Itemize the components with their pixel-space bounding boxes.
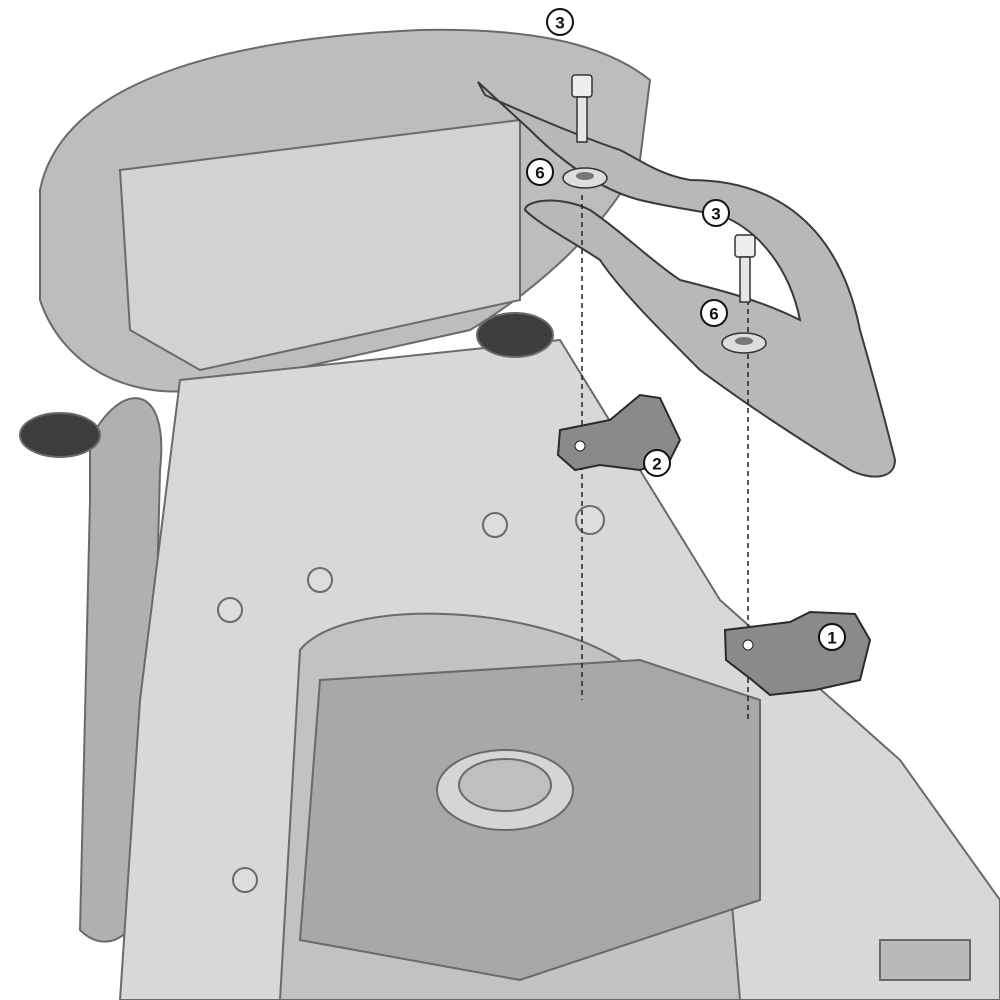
motorcycle-rear xyxy=(19,28,1000,1000)
callout-label: 3 xyxy=(711,205,720,224)
fuel-cap-center xyxy=(458,758,552,812)
callout-label: 1 xyxy=(827,629,836,648)
left-indicator xyxy=(19,412,101,458)
mount-hole-left xyxy=(575,505,605,535)
rack-plate xyxy=(477,81,897,478)
washer-top xyxy=(562,167,608,189)
callout-washer-top: 6 xyxy=(526,158,554,186)
callout-label: 6 xyxy=(709,305,718,324)
callout-label: 2 xyxy=(652,455,661,474)
license-plate-mount xyxy=(879,939,971,981)
bracket-1-hole xyxy=(742,639,754,651)
right-indicator xyxy=(476,312,554,358)
callout-washer-right: 6 xyxy=(700,299,728,327)
screw-top xyxy=(571,74,593,143)
seat-underside xyxy=(118,118,521,372)
bolt xyxy=(482,512,508,538)
bolt xyxy=(232,867,258,893)
callout-screw-right: 3 xyxy=(702,199,730,227)
callout-bracket-1: 1 xyxy=(818,623,846,651)
screw-right xyxy=(734,234,756,303)
callout-label: 3 xyxy=(555,14,564,33)
callout-label: 6 xyxy=(535,164,544,183)
washer-right xyxy=(721,332,767,354)
bolt xyxy=(217,597,243,623)
bolt xyxy=(307,567,333,593)
callout-screw-top: 3 xyxy=(546,8,574,36)
bracket-2-hole xyxy=(574,440,586,452)
callout-bracket-2: 2 xyxy=(643,449,671,477)
